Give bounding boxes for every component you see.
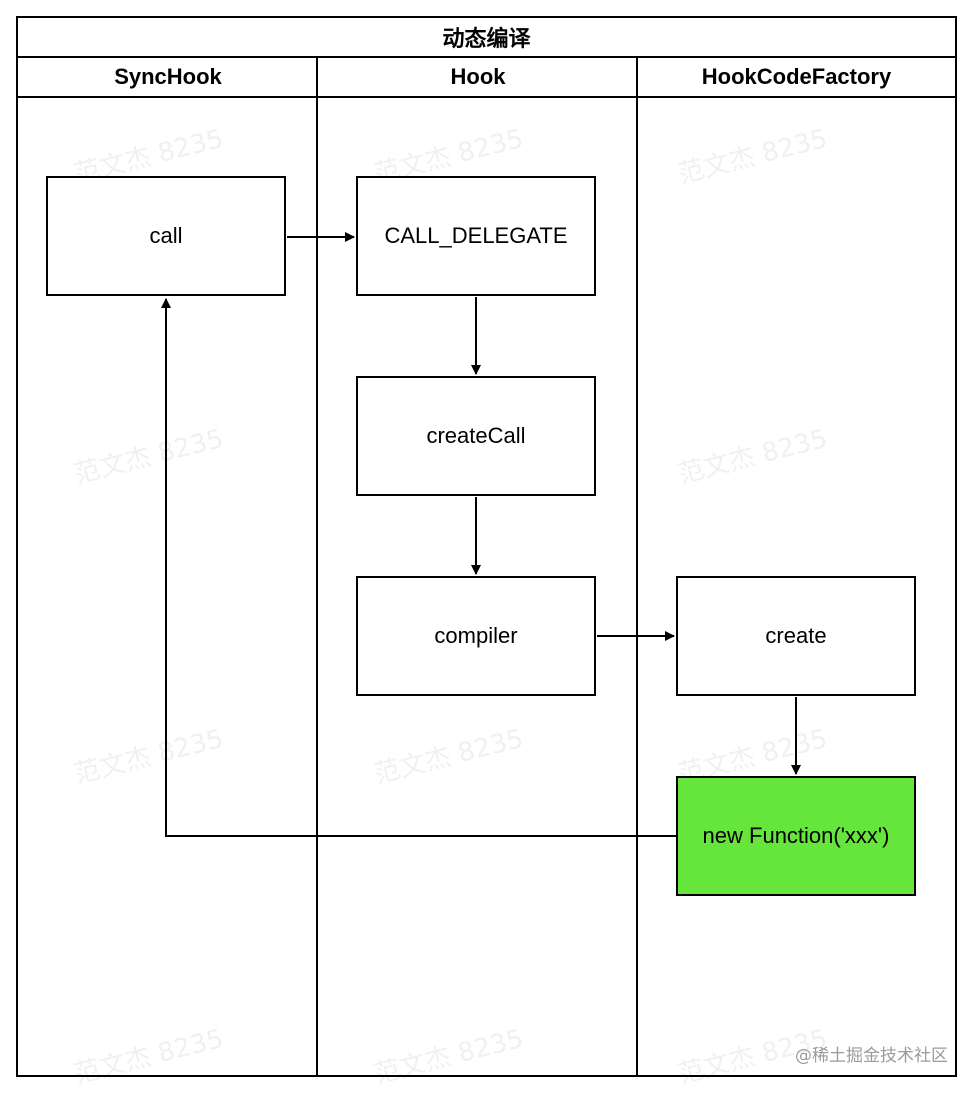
credit-text: @稀土掘金技术社区 — [795, 1046, 948, 1066]
node-create: create — [676, 576, 916, 696]
node-create-call: createCall — [356, 376, 596, 496]
lane-divider — [316, 58, 318, 1075]
lane-header-hook: Hook — [318, 58, 638, 98]
lane-divider — [636, 58, 638, 1075]
node-call-delegate: CALL_DELEGATE — [356, 176, 596, 296]
lane-header-hookcodefactory: HookCodeFactory — [638, 58, 955, 98]
node-compiler: compiler — [356, 576, 596, 696]
lane-header-synchook: SyncHook — [18, 58, 318, 98]
node-new-function: new Function('xxx') — [676, 776, 916, 896]
diagram-title: 动态编译 — [18, 18, 955, 58]
node-call: call — [46, 176, 286, 296]
